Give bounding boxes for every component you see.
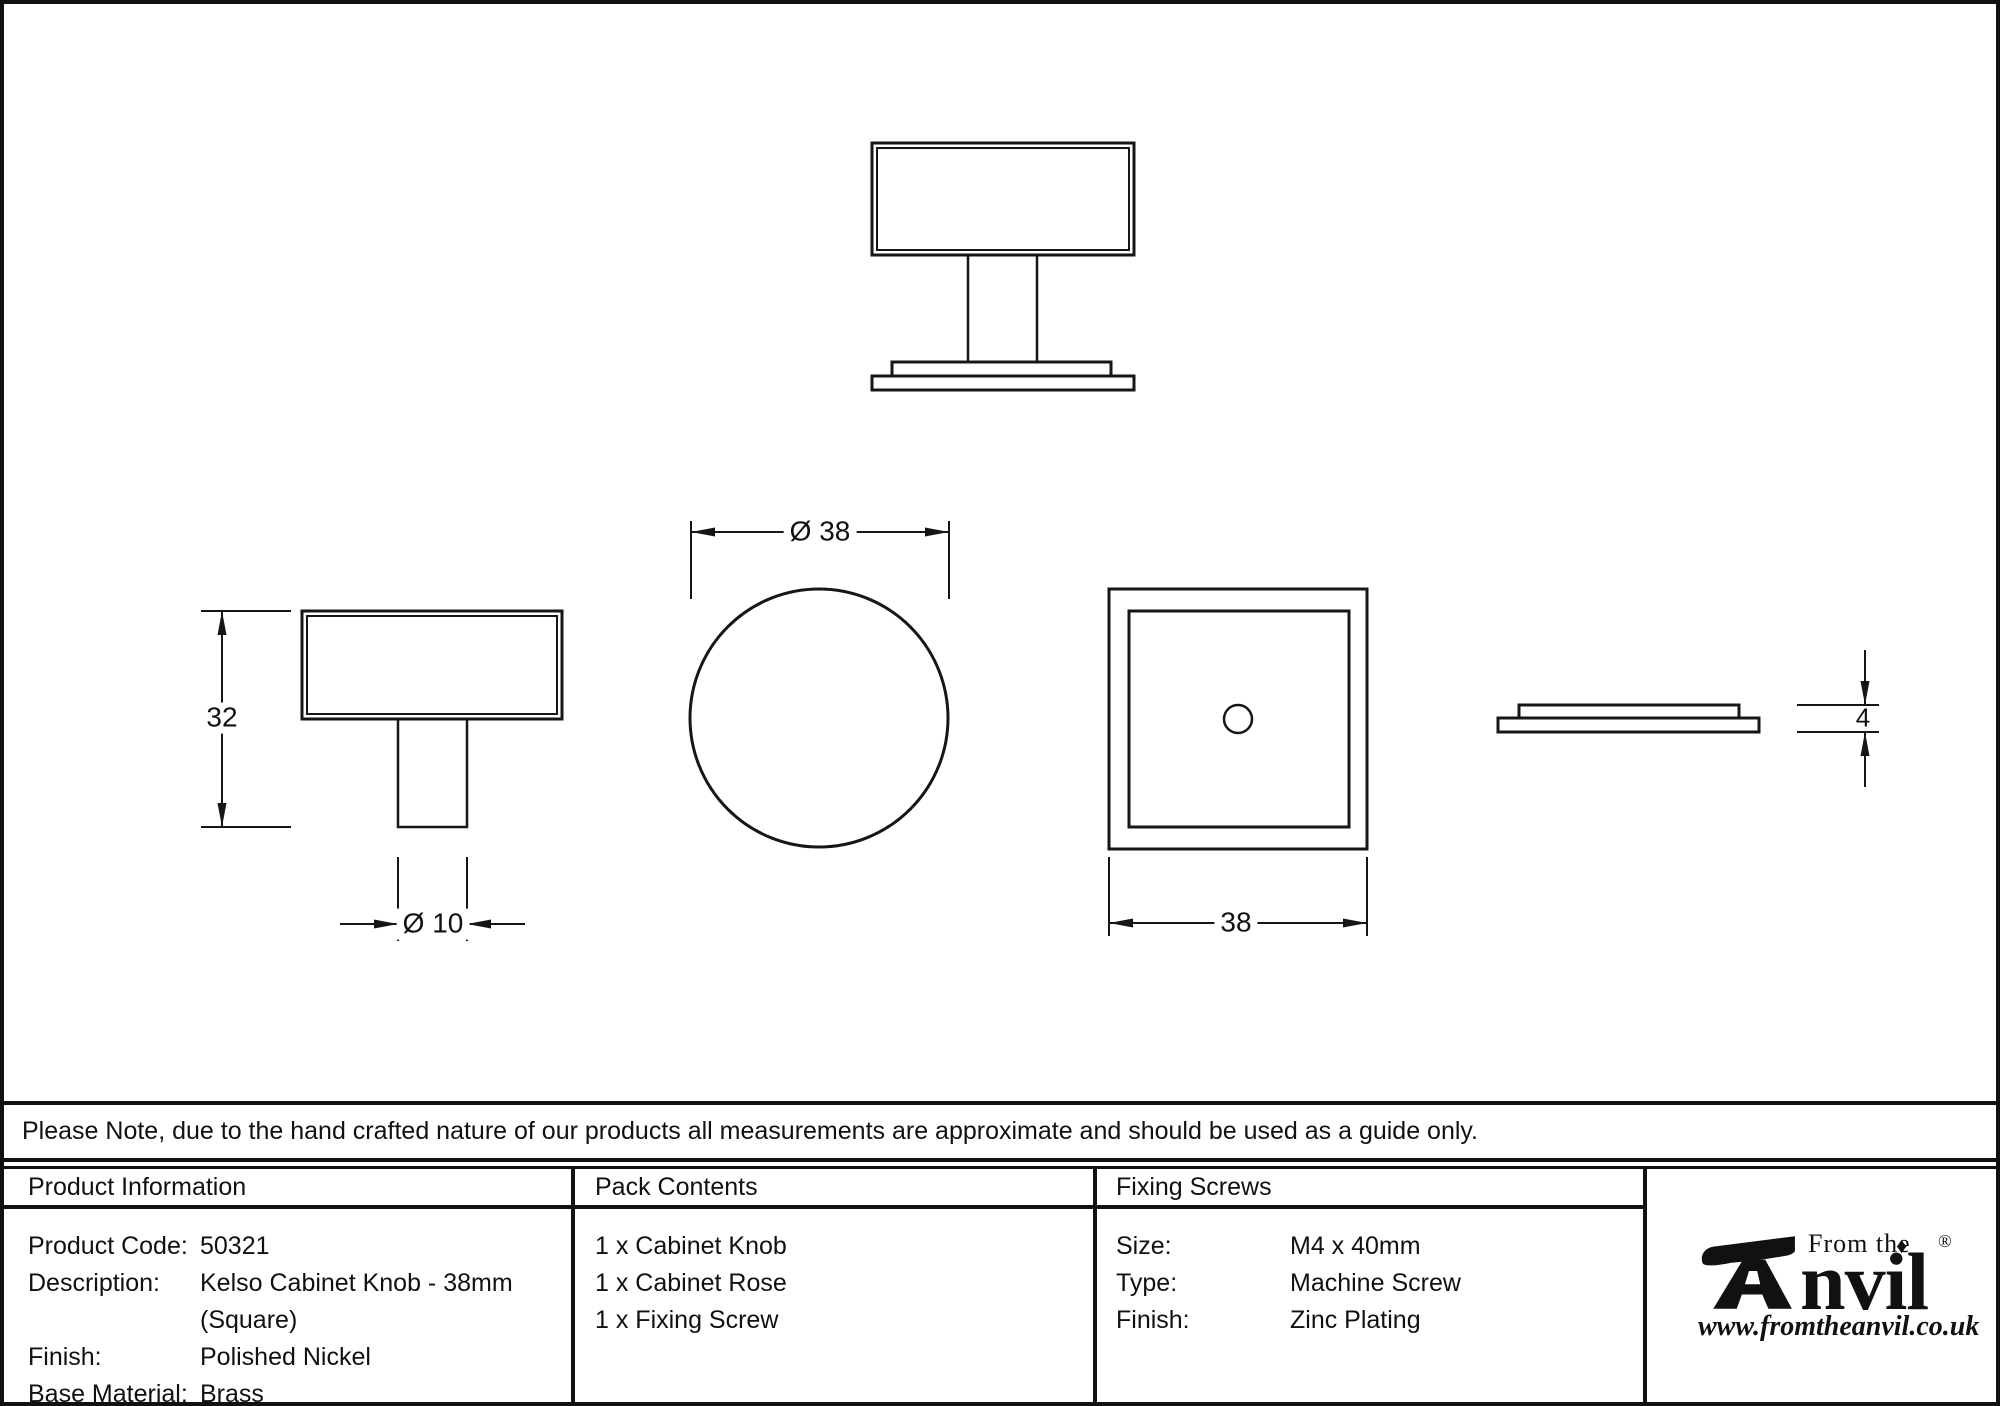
column-divider xyxy=(1643,1169,1647,1402)
product-code-value: 50321 xyxy=(200,1232,270,1260)
top-view-circle-drawing xyxy=(688,587,950,849)
dimension-label-knob-diameter: Ø 38 xyxy=(783,516,857,548)
base-material-value: Brass xyxy=(200,1380,264,1406)
screw-size-label: Size: xyxy=(1116,1232,1172,1260)
description-value-2: (Square) xyxy=(200,1306,298,1334)
column-divider xyxy=(1093,1169,1097,1402)
column-divider xyxy=(571,1169,575,1402)
dimension-label-stem-diameter: Ø 10 xyxy=(396,908,470,940)
brand-logo: From the ♦ nvil ® www.fromtheanvil.co.uk xyxy=(1698,1225,1980,1370)
base-square-drawing xyxy=(1107,587,1369,851)
side-view-drawing xyxy=(300,609,564,829)
pack-item: 1 x Fixing Screw xyxy=(595,1306,779,1334)
screw-size-value: M4 x 40mm xyxy=(1290,1232,1421,1260)
front-view-drawing xyxy=(870,141,1136,392)
anvil-icon xyxy=(1701,1236,1795,1309)
product-information-header: Product Information xyxy=(28,1173,247,1201)
finish-value: Polished Nickel xyxy=(200,1343,371,1371)
description-value: Kelso Cabinet Knob - 38mm xyxy=(200,1269,513,1297)
header-divider xyxy=(4,1205,1647,1209)
diamond-icon: ♦ xyxy=(1896,1233,1908,1258)
brand-prefix-text: From the xyxy=(1808,1229,1911,1258)
note-bar: Please Note, due to the hand crafted nat… xyxy=(4,1101,1996,1162)
note-text: Please Note, due to the hand crafted nat… xyxy=(22,1117,1479,1145)
registered-mark: ® xyxy=(1938,1231,1952,1251)
screw-finish-label: Finish: xyxy=(1116,1306,1190,1334)
base-material-label: Base Material: xyxy=(28,1380,188,1406)
pack-contents-header: Pack Contents xyxy=(595,1173,758,1201)
dimension-label-base-width: 38 xyxy=(1214,907,1258,939)
finish-label: Finish: xyxy=(28,1343,102,1371)
screw-finish-value: Zinc Plating xyxy=(1290,1306,1421,1334)
description-label: Description: xyxy=(28,1269,160,1297)
product-code-label: Product Code: xyxy=(28,1232,188,1260)
dimension-label-height: 32 xyxy=(200,702,244,734)
screw-type-value: Machine Screw xyxy=(1290,1269,1461,1297)
brand-name-text: nvil xyxy=(1800,1236,1929,1327)
brand-url: www.fromtheanvil.co.uk xyxy=(1698,1311,1980,1342)
pack-item: 1 x Cabinet Rose xyxy=(595,1269,787,1297)
dimension-label-rose-thickness: 4 xyxy=(1855,702,1871,733)
screw-type-label: Type: xyxy=(1116,1269,1178,1297)
technical-drawing xyxy=(201,141,1879,941)
fixing-screws-header: Fixing Screws xyxy=(1116,1173,1272,1201)
pack-item: 1 x Cabinet Knob xyxy=(595,1232,787,1260)
info-table: Product Information Pack Contents Fixing… xyxy=(4,1166,1996,1402)
rose-profile-drawing xyxy=(1496,703,1761,734)
